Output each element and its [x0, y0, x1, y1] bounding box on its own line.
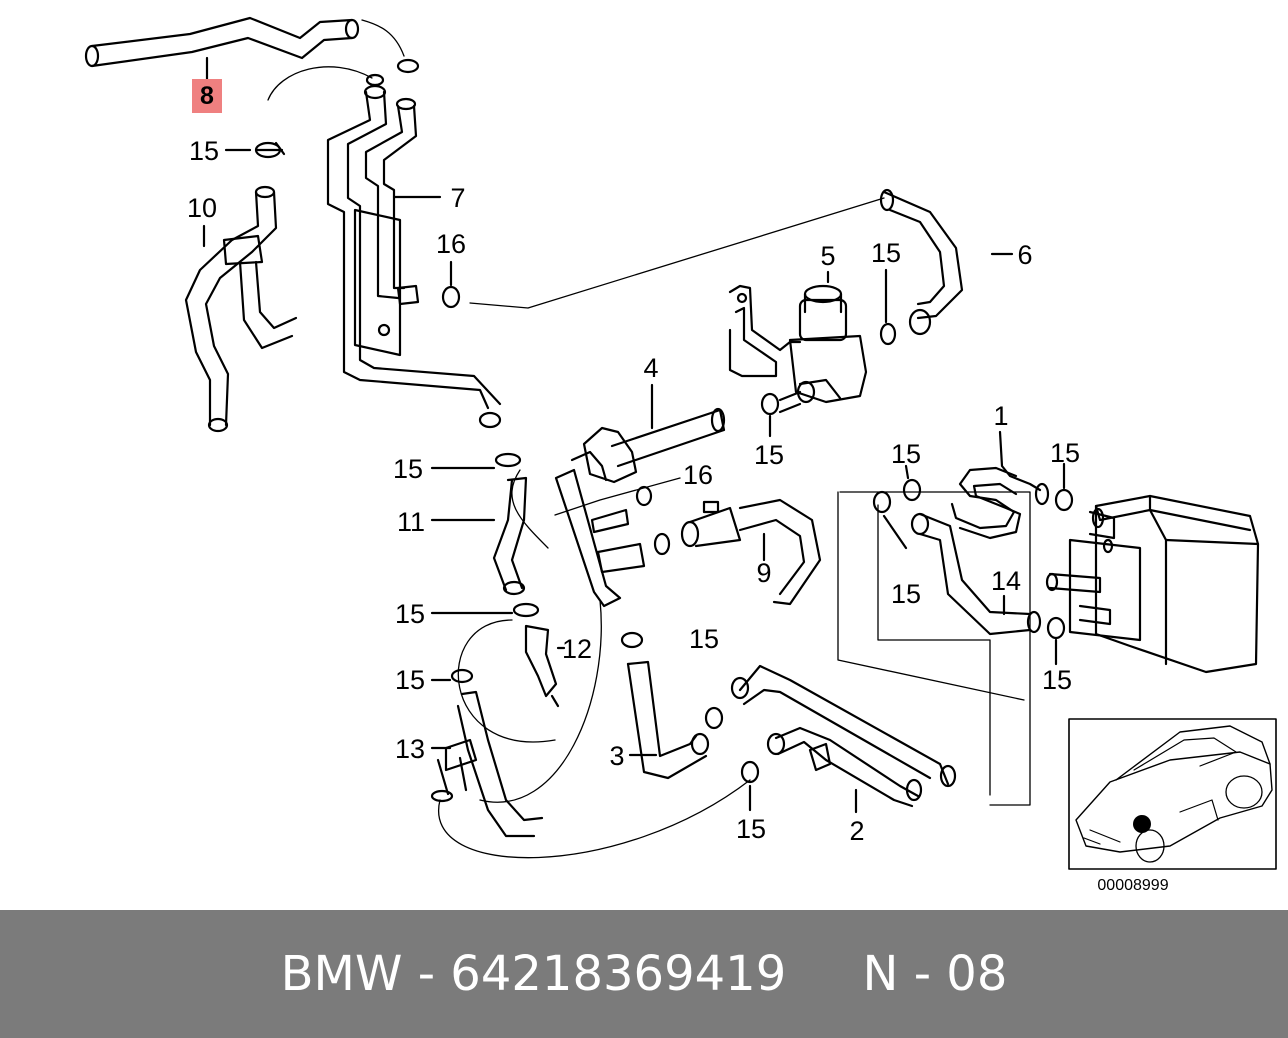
label-part-7[interactable]: 7: [450, 183, 465, 213]
label-part-15[interactable]: 15: [1042, 665, 1072, 695]
hose-11: [430, 452, 528, 596]
label-part-10[interactable]: 10: [187, 193, 217, 223]
label-part-15[interactable]: 15: [1050, 438, 1080, 468]
clip-15-l: [704, 706, 760, 812]
clip-15-d: [902, 464, 922, 502]
hose-14: [910, 512, 1042, 636]
filter-12: [430, 602, 566, 708]
clip-15-b: [879, 268, 897, 346]
part-number: 64218369419: [450, 946, 787, 1002]
clip-15-a: [224, 141, 286, 159]
label-part-13[interactable]: 13: [395, 734, 425, 764]
label-part-15[interactable]: 15: [736, 814, 766, 844]
clip-15-g: [872, 490, 908, 550]
label-part-15[interactable]: 15: [393, 454, 423, 484]
valve-5: [728, 270, 868, 404]
inset-reference-number: 00008999: [1097, 877, 1168, 894]
hose-10: [184, 185, 298, 433]
label-part-6[interactable]: 6: [1017, 240, 1032, 270]
label-part-15[interactable]: 15: [689, 624, 719, 654]
label-part-14[interactable]: 14: [991, 566, 1021, 596]
label-part-15[interactable]: 15: [395, 599, 425, 629]
separator: -: [417, 946, 436, 1002]
part-labels: 8 15 10 7 16 5 15 6 4 15 1 15 15 15 16 1…: [187, 82, 1169, 894]
part-info-bar: BMW - 64218369419 N - 08: [0, 910, 1288, 1038]
label-part-16[interactable]: 16: [436, 229, 466, 259]
label-part-16[interactable]: 16: [683, 460, 713, 490]
clip-15-k: [430, 668, 474, 684]
clip-16-a: [441, 260, 461, 309]
clip-15-e: [1054, 462, 1074, 512]
label-part-8[interactable]: 8: [200, 82, 214, 110]
clip-15-h: [1046, 616, 1066, 666]
heater-core: [1045, 494, 1260, 674]
hose-diagram: 8 15 10 7 16 5 15 6 4 15 1 15 15 15 16 1…: [84, 16, 1277, 894]
inset-car: [1068, 718, 1277, 870]
hose-8: [84, 16, 360, 84]
label-part-11[interactable]: 11: [397, 507, 425, 537]
hose-3: [620, 631, 710, 780]
label-part-15[interactable]: 15: [891, 579, 921, 609]
label-part-4[interactable]: 4: [643, 353, 658, 383]
hose-1: [950, 430, 1050, 540]
label-part-15[interactable]: 15: [891, 439, 921, 469]
brand-name: BMW: [280, 946, 403, 1002]
hose-13: [430, 690, 544, 838]
hose-9: [680, 498, 822, 606]
pipe-7: [326, 58, 502, 429]
label-part-1[interactable]: 1: [993, 401, 1008, 431]
label-part-3[interactable]: 3: [609, 741, 624, 771]
diagram-code: N - 08: [862, 946, 1008, 1002]
pipe-2: [730, 664, 957, 814]
label-part-9[interactable]: 9: [756, 558, 771, 588]
dashed-connections: [267, 19, 1031, 859]
label-part-12[interactable]: 12: [562, 634, 592, 664]
label-part-15[interactable]: 15: [754, 440, 784, 470]
hose-4: [570, 383, 726, 484]
clip-16-b: [554, 468, 671, 608]
label-part-15[interactable]: 15: [395, 665, 425, 695]
label-part-5[interactable]: 5: [820, 241, 835, 271]
label-part-2[interactable]: 2: [849, 816, 864, 846]
hose-6: [879, 188, 1014, 336]
part-8-highlight: [192, 79, 222, 113]
label-part-15[interactable]: 15: [189, 136, 219, 166]
label-part-15[interactable]: 15: [871, 238, 901, 268]
clip-15-c: [760, 390, 802, 438]
